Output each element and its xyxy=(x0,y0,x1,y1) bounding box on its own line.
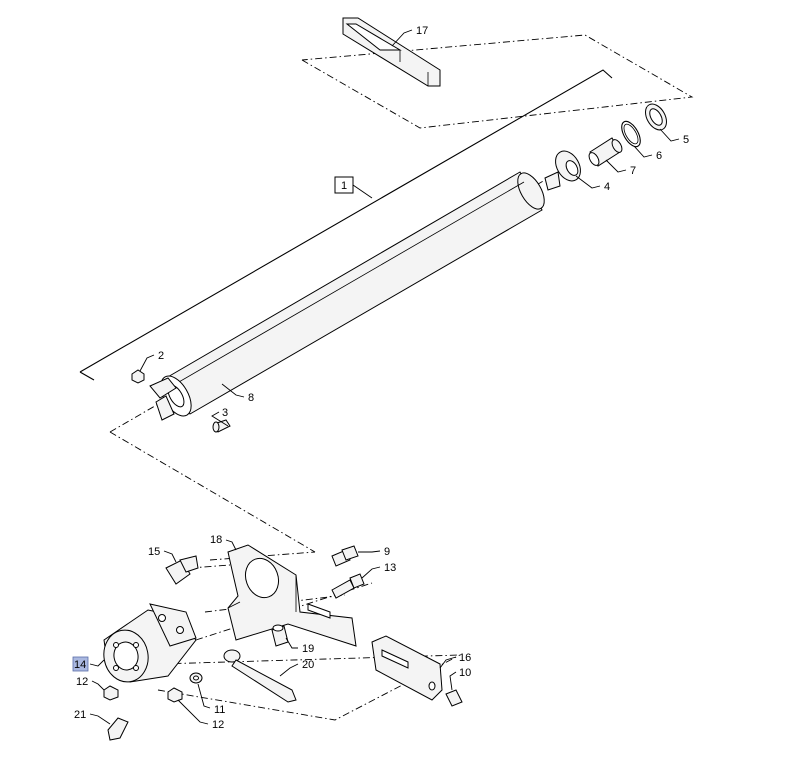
callout-21-label: 21 xyxy=(74,709,86,721)
part-8-roller-tube xyxy=(149,171,545,421)
callout-20-label: 20 xyxy=(302,659,314,671)
part-6-snap-ring xyxy=(621,120,641,148)
callout-10-label: 10 xyxy=(459,667,471,679)
callout-8[interactable]: 8 xyxy=(221,383,254,404)
part-3-screw xyxy=(212,419,231,433)
part-13-bolt xyxy=(331,573,365,599)
part-10-bolt xyxy=(445,689,463,707)
part-17-bar xyxy=(301,17,694,129)
callout-12a[interactable]: 12 xyxy=(76,676,105,691)
part-12-nut-upper xyxy=(103,685,119,701)
part-14-hydraulic-motor xyxy=(103,603,197,683)
callout-4[interactable]: 4 xyxy=(575,175,610,193)
part-16-plate xyxy=(371,635,443,701)
callout-12b[interactable]: 12 xyxy=(177,699,224,731)
callout-14-label: 14 xyxy=(74,659,86,671)
part-20-rod xyxy=(223,649,297,703)
part-4-bearing xyxy=(544,150,581,191)
callout-11[interactable]: 11 xyxy=(197,683,225,716)
callout-17-label: 17 xyxy=(416,25,428,37)
callout-12a-label: 12 xyxy=(76,676,88,688)
callout-17[interactable]: 17 xyxy=(391,25,428,47)
part-5-washer xyxy=(645,103,667,131)
part-18-bracket xyxy=(227,544,357,647)
callout-2[interactable]: 2 xyxy=(139,350,164,372)
callout-7[interactable]: 7 xyxy=(605,159,636,177)
callout-11-label: 11 xyxy=(214,704,225,716)
callout-21[interactable]: 21 xyxy=(74,709,111,725)
callout-9-label: 9 xyxy=(384,546,390,558)
callout-18[interactable]: 18 xyxy=(210,534,237,551)
callout-16-label: 16 xyxy=(459,652,471,664)
part-2-nut xyxy=(131,369,145,384)
callout-6[interactable]: 6 xyxy=(633,145,662,162)
callout-13-label: 13 xyxy=(384,562,396,574)
callout-5-label: 5 xyxy=(683,134,689,146)
callout-20[interactable]: 20 xyxy=(279,659,314,677)
callout-7-label: 7 xyxy=(630,165,636,177)
part-21-stud xyxy=(107,717,129,741)
callout-5[interactable]: 5 xyxy=(659,128,689,146)
part-7-stub-shaft xyxy=(588,137,623,167)
callout-1[interactable]: 1 xyxy=(334,176,373,199)
callout-8-label: 8 xyxy=(248,392,254,404)
callout-19[interactable]: 19 xyxy=(285,637,314,655)
callout-18-label: 18 xyxy=(210,534,222,546)
callout-14-highlight xyxy=(72,656,89,672)
callout-12b-label: 12 xyxy=(212,719,224,731)
drive-assembly-outline xyxy=(157,551,461,721)
callout-9[interactable]: 9 xyxy=(358,546,390,558)
callout-3-label: 3 xyxy=(222,407,228,419)
callout-6-label: 6 xyxy=(656,150,662,162)
callout-2-label: 2 xyxy=(158,350,164,362)
callout-13[interactable]: 13 xyxy=(361,562,396,579)
callout-14[interactable]: 14 xyxy=(72,656,105,672)
callout-1-label: 1 xyxy=(341,180,347,192)
callout-15[interactable]: 15 xyxy=(148,546,177,563)
callout-15-label: 15 xyxy=(148,546,160,558)
part-12-nut-lower xyxy=(167,687,183,703)
part-19-spacer xyxy=(271,624,289,647)
callout-10[interactable]: 10 xyxy=(449,667,471,691)
callout-16[interactable]: 16 xyxy=(439,652,471,669)
callout-3[interactable]: 3 xyxy=(211,407,229,427)
callout-4-label: 4 xyxy=(604,181,610,193)
part-9-bolt xyxy=(331,545,359,567)
part-11-washer xyxy=(189,672,203,684)
part-15-fitting xyxy=(165,555,199,585)
callout-19-label: 19 xyxy=(302,643,314,655)
